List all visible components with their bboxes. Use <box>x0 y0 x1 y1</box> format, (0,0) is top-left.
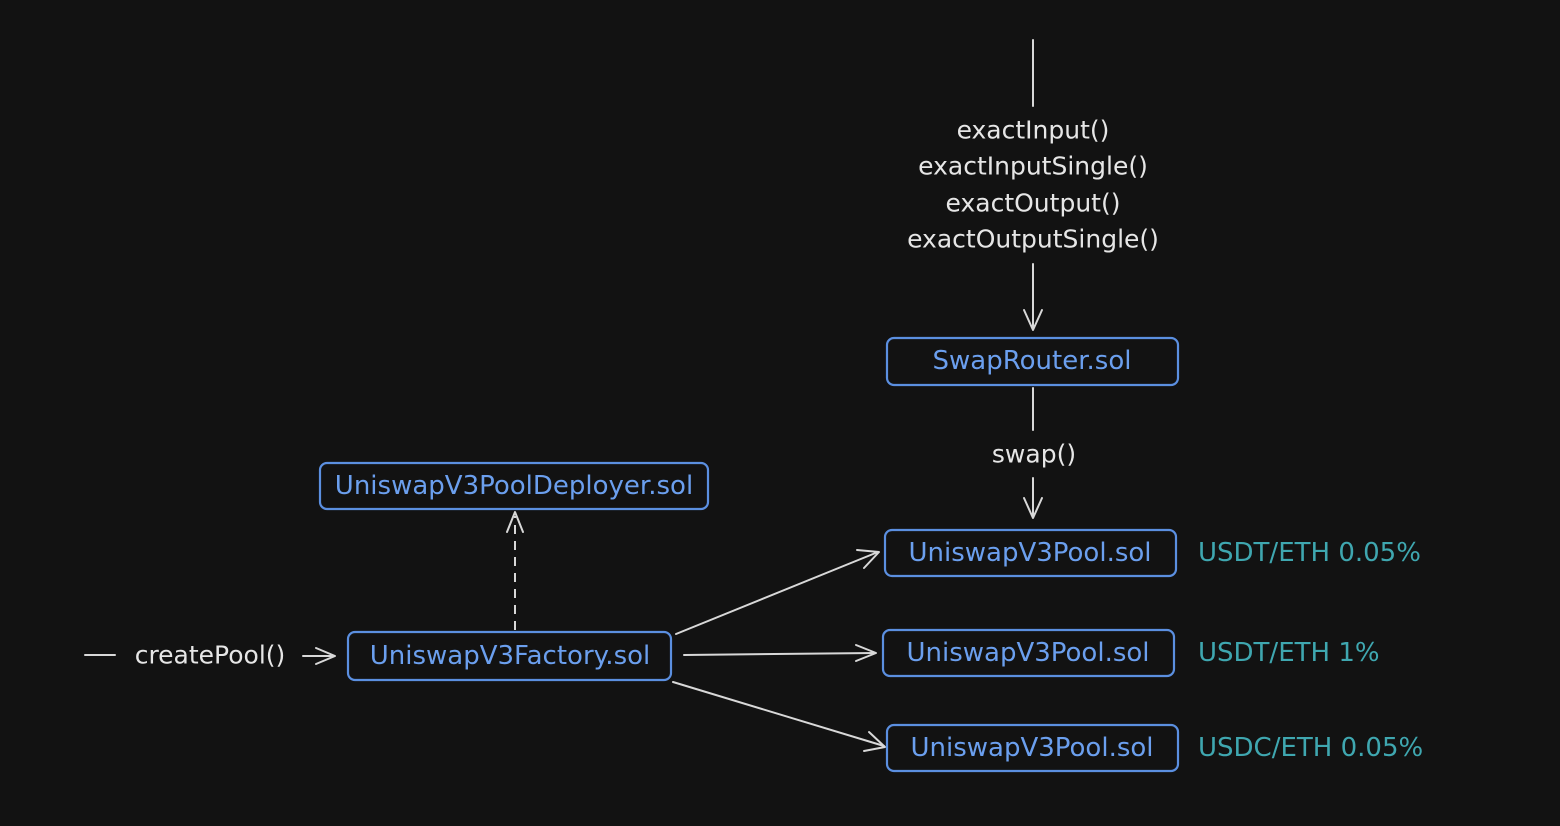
pool-deployer-label: UniswapV3PoolDeployer.sol <box>335 471 693 501</box>
edges <box>84 39 1043 752</box>
factory-to-pool-1-line <box>675 551 879 635</box>
pool-node-3: UniswapV3Pool.sol <box>885 723 1180 773</box>
create-pool-call-label: createPool() <box>135 641 286 670</box>
router-entry-arrowhead <box>1023 309 1043 331</box>
pool-deployer-node: UniswapV3PoolDeployer.sol <box>318 461 710 511</box>
router-method-exact-input: exactInput() <box>957 116 1110 145</box>
pool-pair-label-1: USDT/ETH 0.05% <box>1198 538 1421 568</box>
router-to-pool-arrowhead <box>1023 497 1043 519</box>
router-method-exact-output-single: exactOutputSingle() <box>907 225 1159 254</box>
pool-node-1: UniswapV3Pool.sol <box>883 528 1178 578</box>
factory-box <box>346 630 673 682</box>
pool-box-3 <box>885 723 1180 773</box>
pool-pair-label-2: USDT/ETH 1% <box>1198 638 1380 668</box>
router-methods: exactInput() exactInputSingle() exactOut… <box>907 116 1159 254</box>
factory-to-deployer-arrowhead <box>506 511 524 533</box>
router-method-exact-output: exactOutput() <box>946 189 1121 218</box>
swap-router-box <box>885 336 1180 387</box>
swap-call-label: swap() <box>992 440 1076 469</box>
factory-to-pool-2-arrowhead <box>855 644 877 662</box>
router-method-exact-input-single: exactInputSingle() <box>918 152 1148 181</box>
factory-to-pool-2-line <box>683 652 876 656</box>
factory-to-pool-1-arrowhead <box>856 549 880 569</box>
pool-box-2 <box>881 628 1176 678</box>
pool-pair-label-3: USDC/ETH 0.05% <box>1198 733 1423 763</box>
factory-label: UniswapV3Factory.sol <box>370 641 651 671</box>
swap-router-node: SwapRouter.sol <box>885 336 1180 387</box>
pool-deployer-box <box>318 461 710 511</box>
pool-node-2: UniswapV3Pool.sol <box>881 628 1176 678</box>
pool-label-1: UniswapV3Pool.sol <box>908 538 1151 568</box>
factory-to-pool-3-arrowhead <box>863 731 886 752</box>
create-pool-arrowhead <box>315 647 336 665</box>
pool-label-3: UniswapV3Pool.sol <box>910 733 1153 763</box>
swap-router-label: SwapRouter.sol <box>933 346 1132 376</box>
pool-box-1 <box>883 528 1178 578</box>
pool-label-2: UniswapV3Pool.sol <box>906 638 1149 668</box>
factory-to-pool-3-line <box>672 681 885 747</box>
factory-node: UniswapV3Factory.sol <box>346 630 673 682</box>
